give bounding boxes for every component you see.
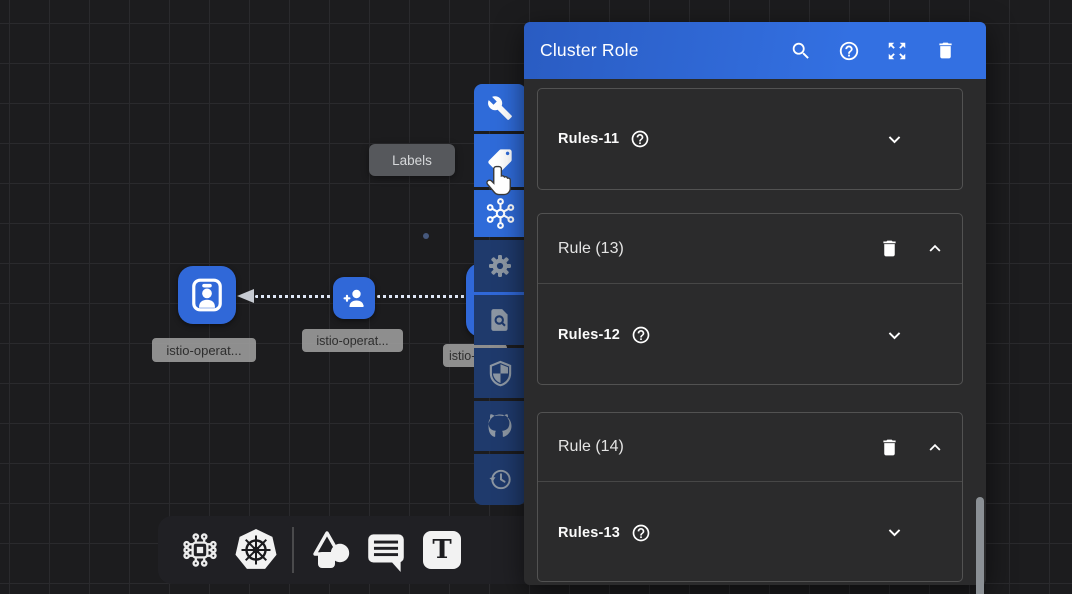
comment-icon <box>363 527 409 573</box>
rule-header: Rule (13) <box>538 214 962 283</box>
edge-dotted-line <box>377 295 466 298</box>
rules-accordion-header[interactable]: Rules-11 <box>538 89 962 189</box>
security-shield-button[interactable] <box>474 348 526 398</box>
node-label: istio-operat... <box>302 329 403 352</box>
tag-icon <box>486 147 514 175</box>
settings-button[interactable] <box>474 240 526 292</box>
search-button[interactable] <box>790 40 812 62</box>
rule-header: Rule (14) <box>538 413 962 481</box>
rules-accordion-header[interactable]: Rules-13 <box>538 482 962 583</box>
cursor-pointer-icon <box>486 164 516 202</box>
panel-title: Cluster Role <box>540 40 639 60</box>
rules-accordion-header[interactable]: Rules-12 <box>538 284 962 386</box>
canvas-dot <box>423 233 429 239</box>
gear-icon <box>486 252 514 280</box>
text-tool-letter: T <box>432 535 452 565</box>
mesh-hub-button[interactable] <box>474 190 526 237</box>
cluster-role-panel: Cluster Role <box>524 22 986 594</box>
panel-actions <box>790 40 956 62</box>
search-icon <box>790 40 812 62</box>
rule-title: Rule (13) <box>558 239 624 257</box>
panel-body: Rules-11 Rule (13) <box>524 79 986 594</box>
text-tool-button[interactable]: T <box>414 522 470 578</box>
document-search-button[interactable] <box>474 295 526 345</box>
edge-dotted-line <box>255 295 333 298</box>
shapes-button[interactable] <box>302 522 358 578</box>
chevron-down-icon[interactable] <box>883 521 906 544</box>
rule-card: Rule (14) Rules-13 <box>537 412 963 582</box>
labels-tooltip: Labels <box>369 144 455 176</box>
help-icon[interactable] <box>631 523 651 543</box>
panel-header: Cluster Role <box>524 22 986 79</box>
rules-label: Rules-13 <box>558 524 621 541</box>
bottom-toolbar: T <box>158 516 544 584</box>
panel-scrollbar[interactable] <box>976 497 984 594</box>
rules-card: Rules-11 <box>537 88 963 190</box>
trash-icon <box>935 40 956 61</box>
text-tool-icon: T <box>423 531 461 569</box>
help-icon[interactable] <box>630 129 650 149</box>
wrench-icon <box>487 95 513 121</box>
shapes-icon <box>306 526 354 574</box>
expand-button[interactable] <box>886 40 908 62</box>
id-badge-icon <box>189 277 225 313</box>
chevron-down-icon[interactable] <box>883 324 906 347</box>
rule-title: Rule (14) <box>558 438 624 455</box>
node-label: istio-operat... <box>152 338 256 362</box>
shield-icon <box>487 360 514 387</box>
kubernetes-button[interactable] <box>228 522 284 578</box>
architecture-node-icon <box>179 529 221 571</box>
help-icon <box>838 40 860 62</box>
document-search-icon <box>487 307 513 333</box>
toolbar-divider <box>292 527 294 573</box>
hub-icon <box>485 198 516 229</box>
github-icon <box>485 411 515 441</box>
architecture-node-button[interactable] <box>172 522 228 578</box>
node-cluster-role[interactable] <box>178 266 236 324</box>
node-service-account[interactable] <box>333 277 375 319</box>
history-icon <box>487 466 514 493</box>
rule-card: Rule (13) Rules-12 <box>537 213 963 385</box>
expand-icon <box>886 40 908 62</box>
chevron-up-icon[interactable] <box>924 238 946 260</box>
comment-button[interactable] <box>358 522 414 578</box>
delete-rule-button[interactable] <box>878 436 900 458</box>
delete-panel-button[interactable] <box>934 40 956 62</box>
chevron-up-icon[interactable] <box>924 436 946 458</box>
help-button[interactable] <box>838 40 860 62</box>
person-plus-icon <box>341 285 368 312</box>
github-button[interactable] <box>474 401 526 451</box>
delete-rule-button[interactable] <box>878 238 900 260</box>
divider <box>538 481 962 482</box>
chevron-down-icon[interactable] <box>883 128 906 151</box>
rules-label: Rules-12 <box>558 327 621 343</box>
divider <box>538 283 962 284</box>
history-button[interactable] <box>474 454 526 505</box>
wrench-tool-button[interactable] <box>474 84 526 131</box>
kubernetes-icon <box>233 527 279 573</box>
rules-label: Rules-11 <box>558 131 620 147</box>
help-icon[interactable] <box>631 325 651 345</box>
edge-arrowhead <box>237 289 254 303</box>
